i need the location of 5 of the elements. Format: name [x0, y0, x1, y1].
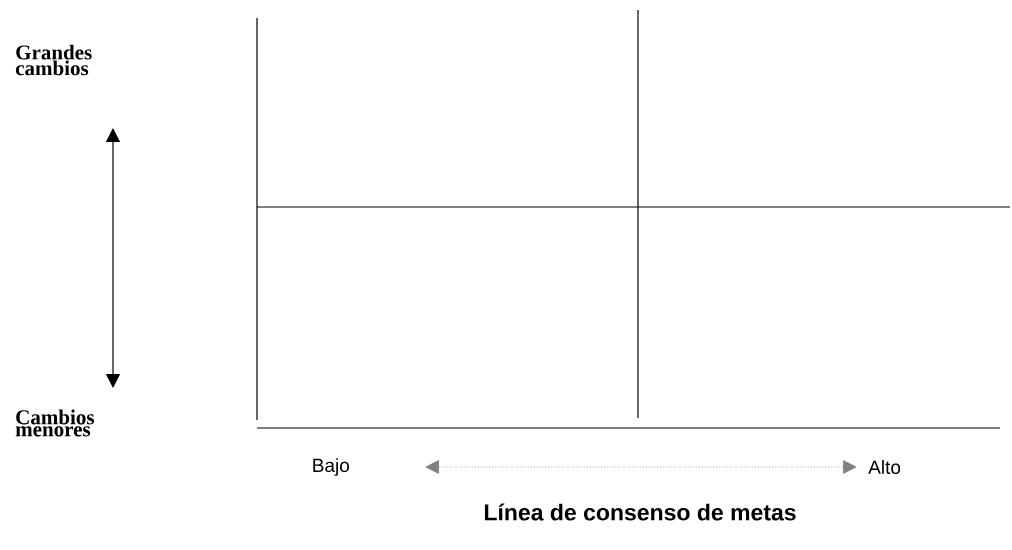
scale-label: Bajo	[313, 458, 349, 476]
axis-title: Línea de consenso de metas	[484, 503, 796, 521]
axis-label: Cambios menores	[15, 409, 95, 437]
axis-label: Grandes cambios	[15, 44, 92, 76]
scale-label: Alto	[868, 460, 901, 474]
